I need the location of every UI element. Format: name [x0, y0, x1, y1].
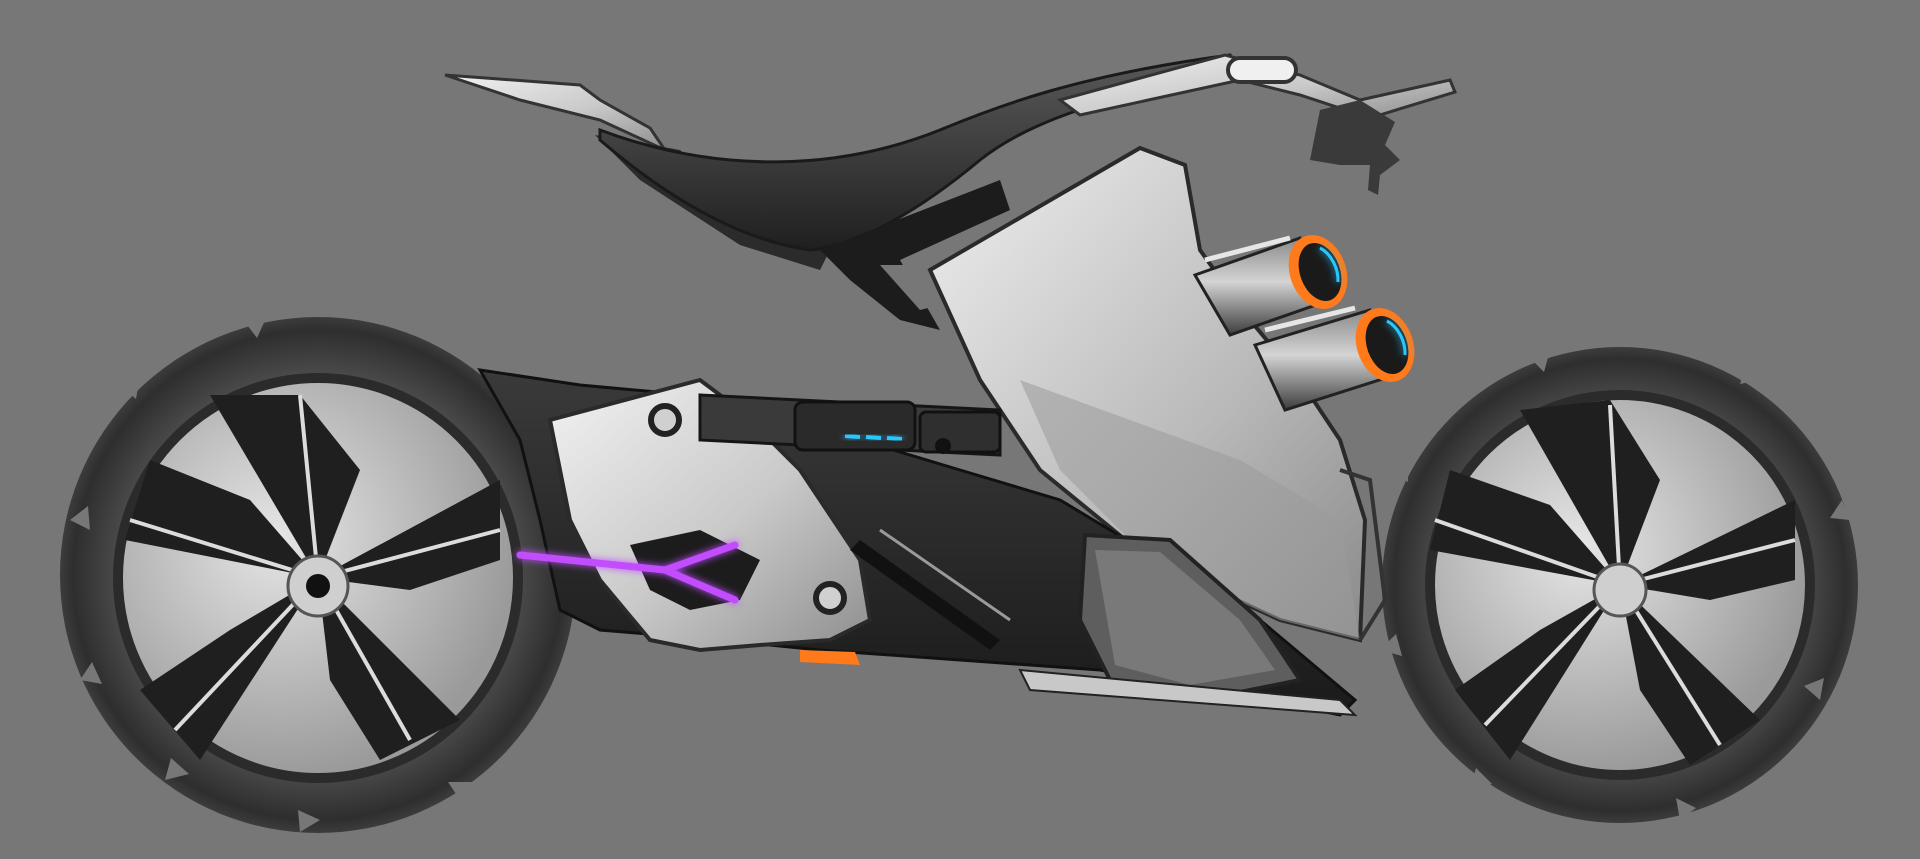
headlight-lower: [1252, 305, 1415, 412]
indicator-lights: [844, 434, 903, 441]
handlebar: [1056, 53, 1458, 195]
purple-light-strip: [516, 541, 739, 604]
side-panel: [927, 145, 1388, 643]
brake-lever: [1310, 100, 1400, 195]
rear-wheel: [60, 316, 576, 833]
tail-fin: [444, 73, 670, 154]
side-panel-shadow: [1020, 380, 1360, 640]
front-tire-tread: [1380, 350, 1850, 820]
belly-panel: [850, 528, 1358, 717]
front-hub: [1592, 562, 1648, 618]
front-wheel: [1380, 347, 1858, 823]
pivot-bolt-lower: [813, 581, 847, 615]
side-panel-edge: [1339, 468, 1388, 642]
foot-peg: [800, 650, 860, 665]
pivot-bolt-upper: [648, 403, 682, 437]
front-spoke-lines: [1434, 404, 1796, 747]
rear-axle: [306, 574, 330, 598]
handlebar-grip: [1226, 56, 1298, 84]
headlight-upper: [1192, 235, 1348, 337]
upper-tube: [698, 393, 1002, 457]
frame-truss: [820, 180, 1010, 330]
